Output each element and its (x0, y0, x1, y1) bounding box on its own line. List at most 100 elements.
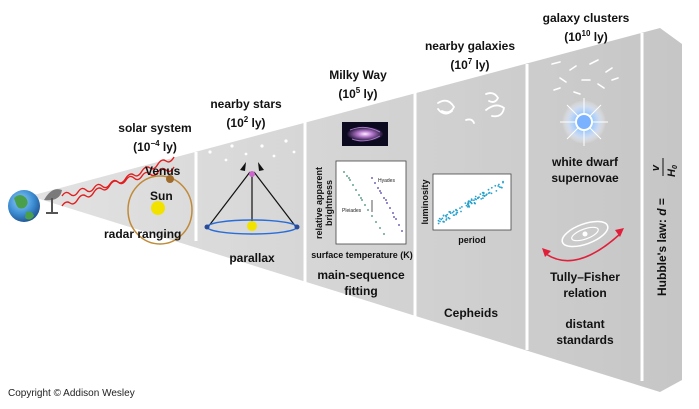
cepheid-point (474, 198, 477, 200)
cepheid-point (483, 195, 486, 198)
cepheid-point (437, 219, 440, 222)
stage-title-nearby-stars: nearby stars (210, 97, 282, 111)
cepheid-ylabel: luminosity (420, 179, 430, 224)
cepheid-point (455, 209, 458, 212)
cepheid-point (480, 198, 483, 200)
cepheid-points (437, 180, 504, 225)
cepheid-point (470, 198, 473, 201)
stage-title-galaxy-clusters: galaxy clusters (543, 11, 630, 25)
cepheid-point (478, 196, 480, 199)
cepheid-point (474, 195, 477, 198)
hyades-label: Hyades (378, 178, 395, 184)
rotation-arrow-icon (545, 233, 621, 262)
parallax-arrow-left (240, 162, 246, 171)
cepheid-point (490, 192, 493, 195)
stage-distance-nearby-stars: (102 ly) (226, 115, 265, 130)
cepheid-point (465, 204, 468, 207)
msf-ylabel-line2: brightness (324, 180, 334, 226)
parallax-arrow-right (258, 162, 264, 171)
rotation-arrowhead-right (615, 228, 624, 237)
cepheid-point (494, 184, 497, 187)
nearby-star-icon (249, 171, 255, 177)
milky-way-image (342, 122, 388, 146)
method-cepheids: Cepheids (444, 306, 498, 320)
cepheid-point (479, 193, 482, 196)
stage-title-solar-system: solar system (118, 121, 191, 135)
method-radar-ranging: radar ranging (104, 227, 181, 241)
cepheid-point (460, 210, 462, 213)
stage-title-milky-way: Milky Way (329, 68, 387, 82)
cepheid-point (446, 213, 449, 216)
cepheid-xlabel: period (458, 235, 486, 245)
cepheid-point (445, 215, 448, 218)
cepheid-point (469, 201, 472, 204)
cepheid-point (452, 214, 455, 217)
hubbles-law: Hubble's law: d = v H0 (650, 158, 679, 296)
cepheid-point (440, 218, 443, 221)
cepheid-point (498, 186, 501, 188)
rotating-galaxy-icon (561, 220, 609, 248)
cepheid-point (498, 183, 500, 186)
stage-distance-milky-way: (105 ly) (338, 86, 377, 101)
cepheid-point (482, 192, 485, 195)
method-white-dwarf-line2: supernovae (551, 171, 619, 185)
cepheid-point (438, 217, 441, 220)
cepheid-point (464, 202, 467, 205)
cepheid-point (495, 190, 498, 192)
method-tully-fisher-line1: Tully–Fisher (550, 270, 620, 284)
main-sequence-plot (335, 160, 407, 245)
cepheid-point (451, 211, 454, 214)
sun-label: Sun (150, 189, 173, 203)
cepheid-point (482, 197, 484, 200)
cepheid-point (455, 213, 457, 216)
cepheid-point (439, 220, 441, 223)
cepheid-point (448, 211, 451, 213)
spiral-galaxies-icon (437, 92, 505, 124)
cepheid-point (449, 212, 452, 215)
cepheid-point (502, 181, 504, 184)
earth-position-right (294, 224, 300, 230)
cepheid-point (490, 186, 493, 189)
cepheid-point (497, 185, 500, 187)
cepheid-point (437, 222, 440, 225)
cepheid-point (487, 192, 490, 195)
hyades-points (371, 177, 403, 232)
hubble-h0: H0 (666, 165, 679, 177)
cepheid-point (452, 210, 455, 213)
cepheid-point (461, 206, 463, 208)
cepheid-point (477, 197, 479, 200)
venus-orbit (127, 175, 193, 245)
venus-label: Venus (145, 164, 181, 178)
cepheid-point (442, 214, 445, 217)
cepheid-point (485, 193, 488, 196)
cepheid-point (459, 207, 461, 210)
parallax-line-right (253, 171, 297, 228)
cepheid-point (467, 200, 470, 203)
method-distant-standards-line2: standards (556, 333, 614, 347)
stage-distance-nearby-galaxies: (107 ly) (450, 57, 489, 72)
msf-ylabel-line1: relative apparent (314, 167, 324, 239)
cepheid-point (441, 217, 444, 220)
cepheid-point (447, 216, 450, 219)
parallax-line-left (207, 171, 251, 228)
hubbles-law-text: Hubble's law: d = (655, 198, 669, 296)
radar-wave-back (61, 156, 175, 207)
cepheid-point (467, 202, 469, 205)
cepheid-point (445, 219, 448, 221)
method-white-dwarf-line1: white dwarf (551, 155, 619, 169)
sun-icon (151, 201, 165, 215)
earth-position-left (204, 224, 210, 230)
background-stars (208, 138, 296, 162)
copyright: Copyright © Addison Wesley (8, 388, 135, 399)
galaxy-cluster-icon (551, 59, 619, 95)
hubble-v: v (650, 164, 662, 171)
cepheid-point (500, 186, 502, 189)
supernova-icon (560, 98, 608, 146)
parallax-sun-icon (247, 221, 257, 231)
cepheid-point (474, 202, 476, 205)
venus-icon (166, 175, 174, 183)
stage-distance-galaxy-clusters: (1010 ly) (564, 29, 608, 44)
msf-xlabel: surface temperature (K) (311, 250, 413, 260)
earth-icon (8, 190, 40, 222)
